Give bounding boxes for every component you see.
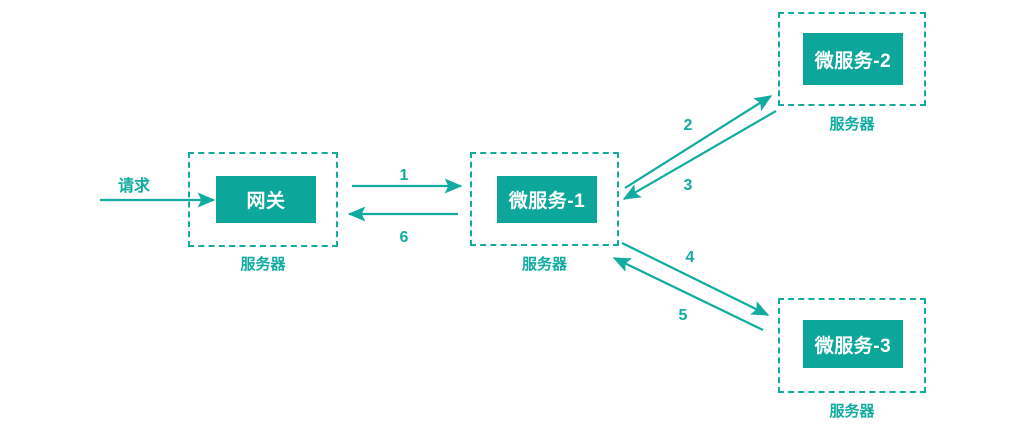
server-caption-ms3: 服务器 — [829, 403, 875, 420]
server-zone-ms3 — [778, 298, 926, 393]
server-caption-ms1: 服务器 — [521, 256, 567, 273]
edge-label-5: 5 — [678, 307, 688, 324]
edge-label-2: 2 — [683, 117, 693, 134]
node-gateway-label: 网关 — [246, 191, 286, 212]
node-microservice-2[interactable]: 微服务-2 — [803, 33, 903, 85]
edge-label-3: 3 — [683, 177, 693, 194]
server-zone-ms2 — [778, 12, 926, 106]
connector-2 — [624, 95, 773, 189]
node-gateway[interactable]: 网关 — [216, 176, 316, 223]
edge-label-6: 6 — [399, 229, 409, 246]
request-label: 请求 — [118, 178, 151, 195]
node-microservice-2-label: 微服务-2 — [814, 50, 892, 72]
node-microservice-3[interactable]: 微服务-3 — [803, 320, 903, 368]
server-caption-gateway: 服务器 — [240, 256, 286, 273]
server-zone-gateway — [188, 152, 338, 247]
node-microservice-1[interactable]: 微服务-1 — [497, 176, 597, 223]
node-microservice-3-label: 微服务-3 — [814, 335, 892, 357]
edge-label-1: 1 — [399, 167, 409, 184]
server-caption-ms2: 服务器 — [829, 116, 875, 133]
node-microservice-1-label: 微服务-1 — [508, 191, 586, 212]
server-zone-ms1 — [470, 152, 619, 246]
edge-label-4: 4 — [685, 249, 695, 266]
